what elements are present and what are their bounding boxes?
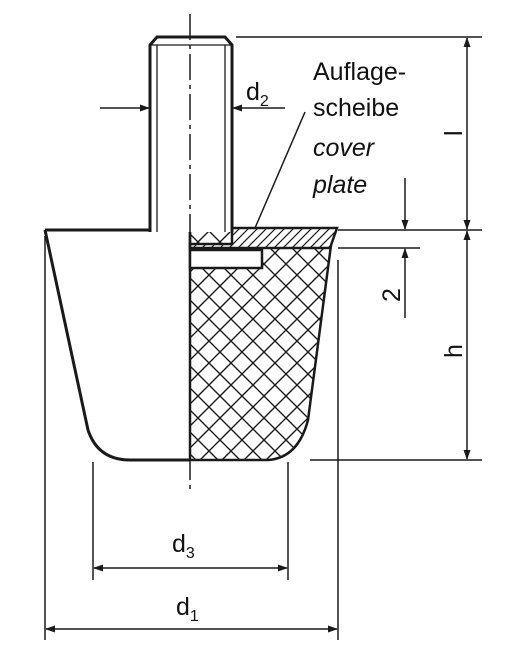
dimension-labels: d2 d3 d1 l h 2 Auflage- scheibe cover pl… [172,58,468,625]
rubber-section-crosshatch [188,228,335,462]
label-d3: d3 [172,530,195,562]
stud-outline [148,35,234,232]
label-d2: d2 [246,78,269,110]
buffer-outline-left [43,228,190,462]
label-2: 2 [378,288,406,302]
dimension-lines [45,37,471,633]
label-cover-de-2: scheibe [313,94,399,122]
embedded-washer [188,248,264,270]
label-cover-de-1: Auflage- [313,58,406,86]
label-cover-en-1: cover [313,134,376,162]
threaded-stud [148,35,234,250]
buffer-body [43,226,339,462]
cover-plate-leader [254,111,306,229]
label-cover-en-2: plate [312,171,367,199]
label-l: l [440,130,468,136]
label-d1: d1 [176,593,199,625]
label-h: h [440,344,468,358]
